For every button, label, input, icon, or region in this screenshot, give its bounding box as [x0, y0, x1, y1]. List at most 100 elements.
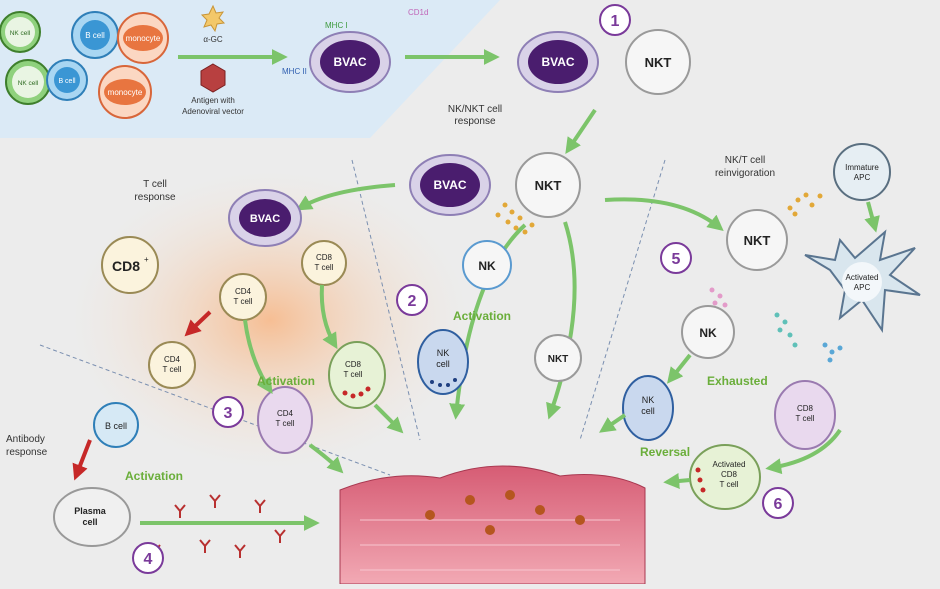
svg-text:T cell: T cell [163, 365, 182, 374]
cytokine-dots-right [787, 192, 823, 217]
adenoviral-antigen-icon: Antigen with Adenoviral vector [182, 63, 244, 116]
svg-text:NK: NK [699, 326, 717, 340]
separator-line [39, 344, 391, 476]
svg-text:CD8: CD8 [721, 470, 738, 479]
svg-text:Activated: Activated [846, 273, 879, 282]
antibody-icons [149, 494, 286, 558]
step-6-marker: 6 [762, 487, 794, 519]
arrow-to-nkt-tumor [546, 221, 577, 420]
exhausted-label: Exhausted [707, 374, 768, 388]
cd4-t-cell-left: CD4 T cell [148, 341, 196, 389]
svg-text:2: 2 [408, 293, 417, 310]
b-cell-bottom: B cell [46, 59, 88, 101]
nk-cell-bottom: NK cell [5, 59, 51, 105]
bvac-cell-initial: BVAC [309, 31, 391, 93]
nk-nkt-response-label: NK/NKT cell [448, 104, 502, 115]
svg-text:T cell: T cell [796, 414, 815, 423]
svg-text:+: + [144, 255, 149, 264]
cytokine-dots-pink [709, 287, 728, 308]
step-2-marker: 2 [396, 284, 428, 316]
svg-text:Plasma: Plasma [74, 506, 107, 516]
svg-text:4: 4 [144, 551, 153, 568]
reinvigoration-label-2: reinvigoration [715, 168, 775, 179]
separator-line [351, 159, 421, 441]
svg-text:NK: NK [478, 259, 496, 273]
t-cell-response-label-2: response [134, 192, 176, 203]
cd4-t-cell-upper: CD4 T cell [219, 273, 267, 321]
activated-apc: Activated APC [804, 229, 921, 333]
svg-text:1: 1 [611, 13, 620, 30]
svg-text:Immature: Immature [845, 163, 879, 172]
red-arrow-b-cell [72, 439, 92, 481]
cd8-t-cell-upper: CD8 T cell [301, 240, 347, 286]
step-4-marker: 4 [132, 542, 164, 574]
nk-cell-top: NK cell [0, 11, 41, 53]
svg-text:Antigen with: Antigen with [191, 96, 235, 105]
svg-text:NK: NK [437, 348, 450, 358]
arrow-cd4-tumor [308, 443, 344, 474]
svg-text:Activated: Activated [713, 460, 746, 469]
svg-text:B cell: B cell [85, 31, 105, 40]
arrow-cd8-reversal [765, 428, 842, 475]
svg-text:CD8: CD8 [345, 360, 362, 369]
svg-text:T cell: T cell [720, 480, 739, 489]
step-3-marker: 3 [212, 396, 244, 428]
svg-text:monocyte: monocyte [108, 88, 143, 97]
svg-text:BVAC: BVAC [433, 178, 466, 192]
svg-text:T cell: T cell [234, 297, 253, 306]
svg-text:NKT: NKT [548, 354, 569, 365]
svg-text:CD4: CD4 [277, 409, 294, 418]
nk-nkt-response-label-2: response [454, 116, 496, 127]
nkt-cell-right: NKT [726, 209, 788, 271]
cytokine-dots-blue [822, 342, 843, 363]
svg-text:APC: APC [854, 283, 871, 292]
svg-text:CD8: CD8 [112, 258, 140, 274]
arrow-to-t-cell [295, 183, 396, 211]
svg-text:CD4: CD4 [235, 287, 252, 296]
activation-label-b: Activation [125, 469, 183, 483]
svg-text:T cell: T cell [276, 419, 295, 428]
immature-apc: Immature APC [833, 143, 891, 201]
bvac-cell-step1: BVAC [517, 31, 599, 93]
activation-label-t: Activation [257, 374, 315, 388]
svg-text:BVAC: BVAC [250, 213, 280, 225]
tumor-tissue [339, 465, 646, 585]
cd8-t-cell-activated: CD8 T cell [328, 341, 386, 409]
arrow-down-nkt [565, 108, 597, 154]
monocyte-top: monocyte [117, 12, 169, 64]
cytokine-dots-teal [774, 312, 798, 348]
cd1d-label: CD1d [408, 8, 428, 17]
svg-text:CD8: CD8 [316, 253, 333, 262]
svg-text:CD4: CD4 [164, 355, 181, 364]
nk-activated-cell: NK cell [417, 329, 469, 395]
nk-cell-center: NK [462, 240, 512, 290]
svg-text:6: 6 [774, 496, 783, 513]
svg-text:NK: NK [642, 395, 655, 405]
svg-text:BVAC: BVAC [541, 55, 574, 69]
monocyte-bottom: monocyte [98, 65, 152, 119]
alpha-gc-icon: α-GC [200, 4, 226, 44]
nkt-cell-lower: NKT [534, 334, 582, 382]
plasma-cell: Plasma cell [53, 487, 131, 547]
bvac-cell-center: BVAC [409, 154, 491, 216]
svg-text:α-GC: α-GC [203, 35, 223, 44]
arrow-nk-exhausted [667, 353, 692, 384]
svg-text:NK cell: NK cell [18, 80, 39, 87]
reinvigoration-label: NK/T cell [725, 155, 765, 166]
nk-cell-exhausted: NK cell [622, 375, 674, 441]
svg-text:cell: cell [641, 406, 655, 416]
cd8-t-cell-exhausted: CD8 T cell [774, 380, 836, 450]
antibody-response-label: Antibody [6, 434, 45, 445]
svg-text:5: 5 [672, 251, 681, 268]
arrow-activated-cd8 [663, 473, 691, 489]
cd4-t-cell-activated: CD4 T cell [257, 386, 313, 454]
nkt-cell-center: NKT [515, 152, 581, 218]
b-cell-top: B cell [71, 11, 119, 59]
cd8-large-cell: CD8 + [101, 236, 159, 294]
svg-text:APC: APC [854, 173, 871, 182]
reversal-label: Reversal [640, 445, 690, 459]
nk-cell-right: NK [681, 305, 735, 359]
arrow-nk-to-tumor [599, 413, 627, 433]
